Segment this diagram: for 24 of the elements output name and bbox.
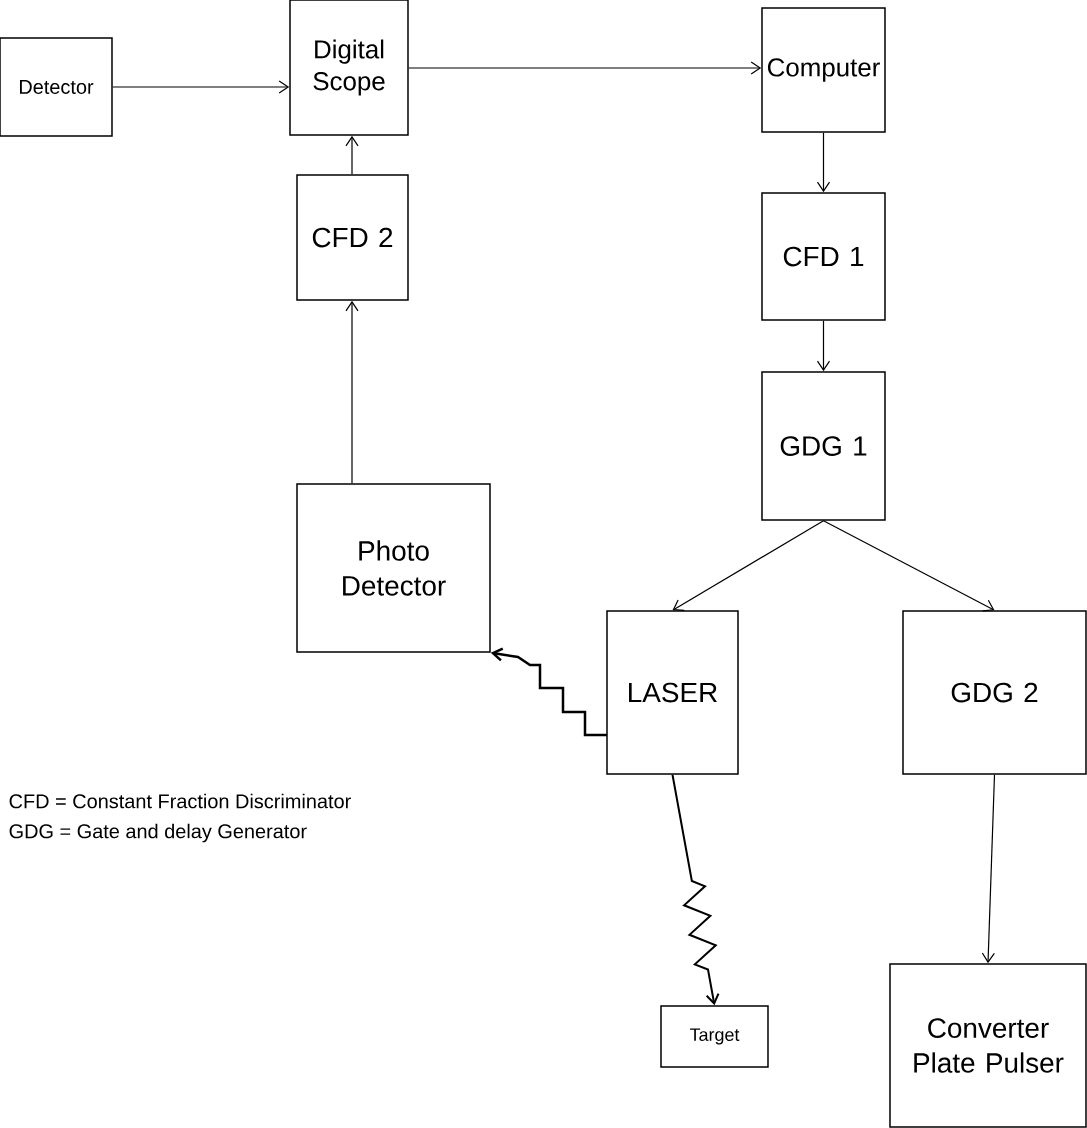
- process-box: Photo Detector: [296, 483, 491, 653]
- legend-text: CFD = Constant Fraction Discriminator: [9, 793, 351, 809]
- arrow: [345, 300, 359, 484]
- arrow: [816, 132, 831, 193]
- arrow: [408, 61, 762, 75]
- arrow: [822, 520, 995, 612]
- process-box: Digital Scope: [289, 0, 409, 136]
- process-box: CFD 2: [296, 174, 409, 301]
- arrow: [981, 774, 996, 964]
- arrow: [112, 80, 290, 94]
- arrow: [672, 520, 825, 611]
- arrow: [671, 773, 720, 1006]
- process-box: CFD 1: [761, 192, 886, 321]
- arrow: [816, 320, 831, 372]
- process-box: GDG 1: [761, 371, 886, 521]
- process-box: Detector: [0, 37, 113, 137]
- process-box: LASER: [606, 610, 739, 775]
- process-box: Converter Plate Pulser: [889, 963, 1087, 1128]
- process-box: Computer: [761, 7, 886, 133]
- legend-text: GDG = Gate and delay Generator: [9, 823, 307, 843]
- arrow: [490, 647, 607, 737]
- target-box: Target: [660, 1005, 769, 1068]
- arrow: [345, 135, 359, 175]
- process-box: GDG 2: [902, 610, 1087, 775]
